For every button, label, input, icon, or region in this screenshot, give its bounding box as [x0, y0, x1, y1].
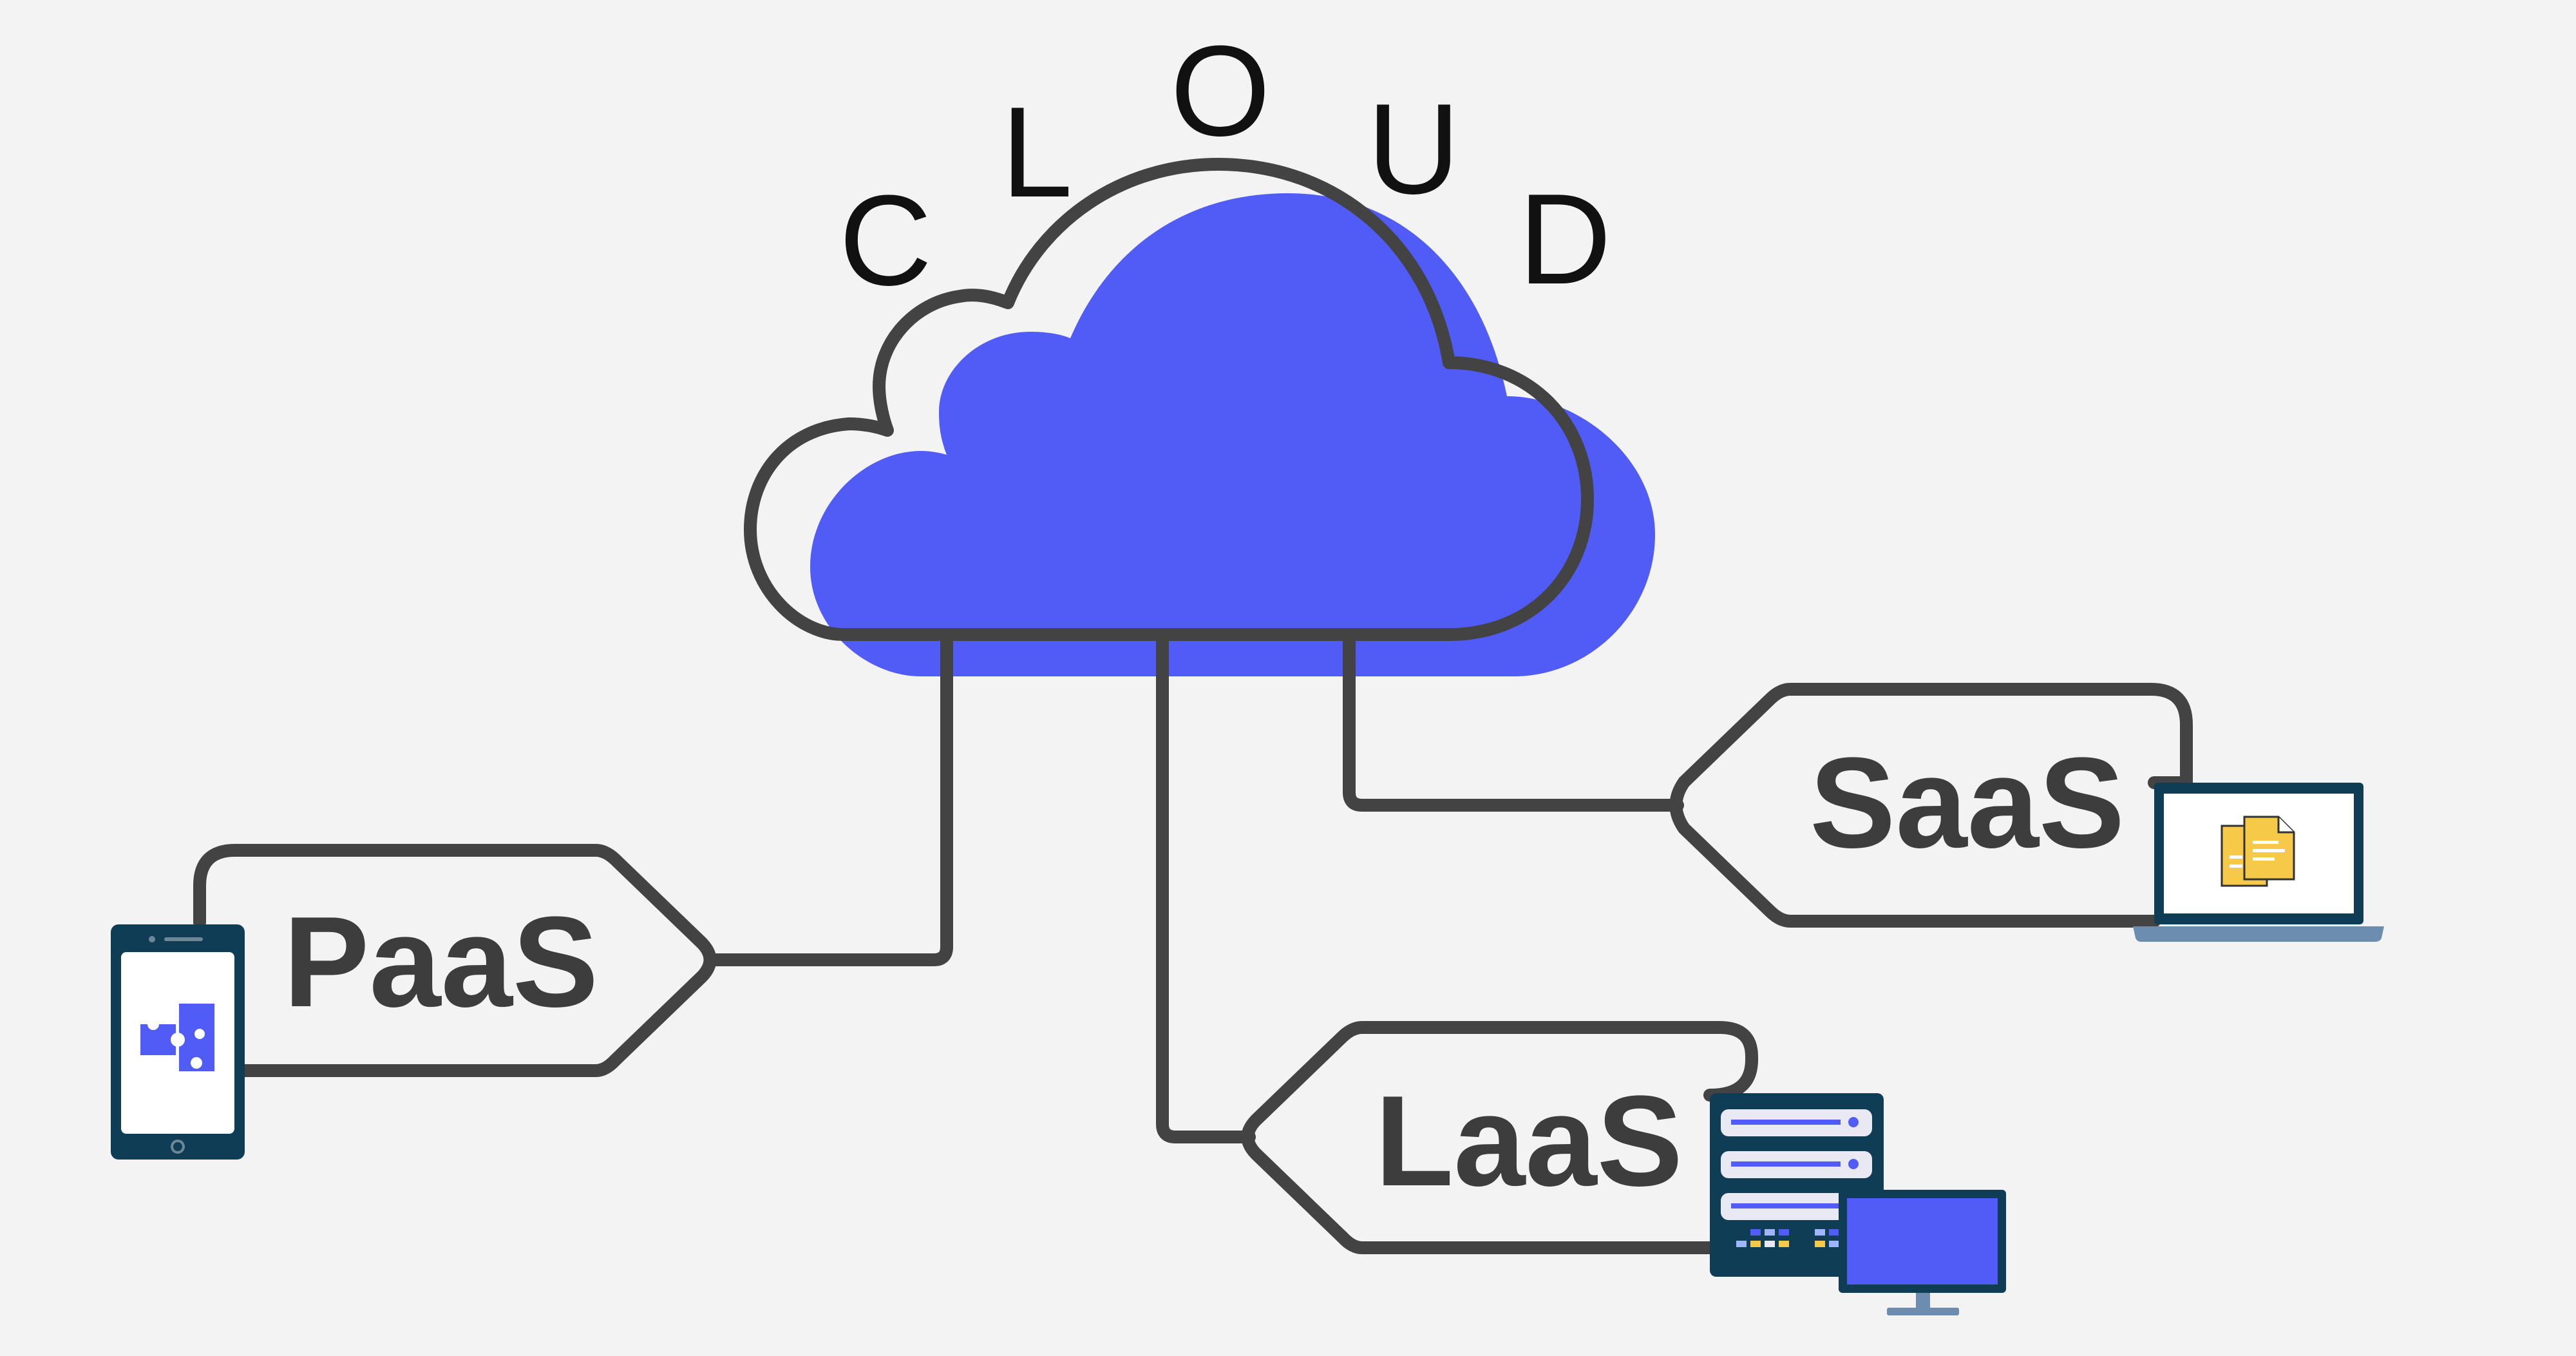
cloud-letter-u: U — [1367, 77, 1460, 221]
server-monitor-icon — [1710, 1093, 2006, 1315]
connector-laas — [1156, 628, 1256, 1143]
saas-label: SaaS — [1810, 731, 2125, 875]
connector-paas — [707, 628, 953, 966]
cloud-letter-l: L — [1001, 81, 1072, 224]
saas-tag[interactable]: SaaS — [1669, 683, 2193, 928]
laas-tag-outline — [1241, 1021, 1758, 1254]
cloud-letter-c: C — [839, 169, 932, 312]
connector-saas — [1343, 628, 1684, 812]
smartphone-puzzle-icon — [111, 924, 245, 1160]
laas-label: LaaS — [1375, 1069, 1683, 1213]
cloud-letter-d: D — [1519, 167, 1611, 311]
cloud-outline-shape — [744, 158, 1594, 641]
saas-tag-outline — [1669, 683, 2193, 928]
cloud-letter-o: O — [1170, 19, 1271, 163]
laptop-documents-icon — [2133, 783, 2384, 942]
laas-tag[interactable]: LaaS — [1241, 1021, 1758, 1254]
paas-tag-outline — [193, 844, 717, 1077]
paas-label: PaaS — [283, 890, 598, 1034]
cloud-fill-shape — [810, 193, 1655, 676]
paas-tag[interactable]: PaaS — [193, 844, 717, 1077]
